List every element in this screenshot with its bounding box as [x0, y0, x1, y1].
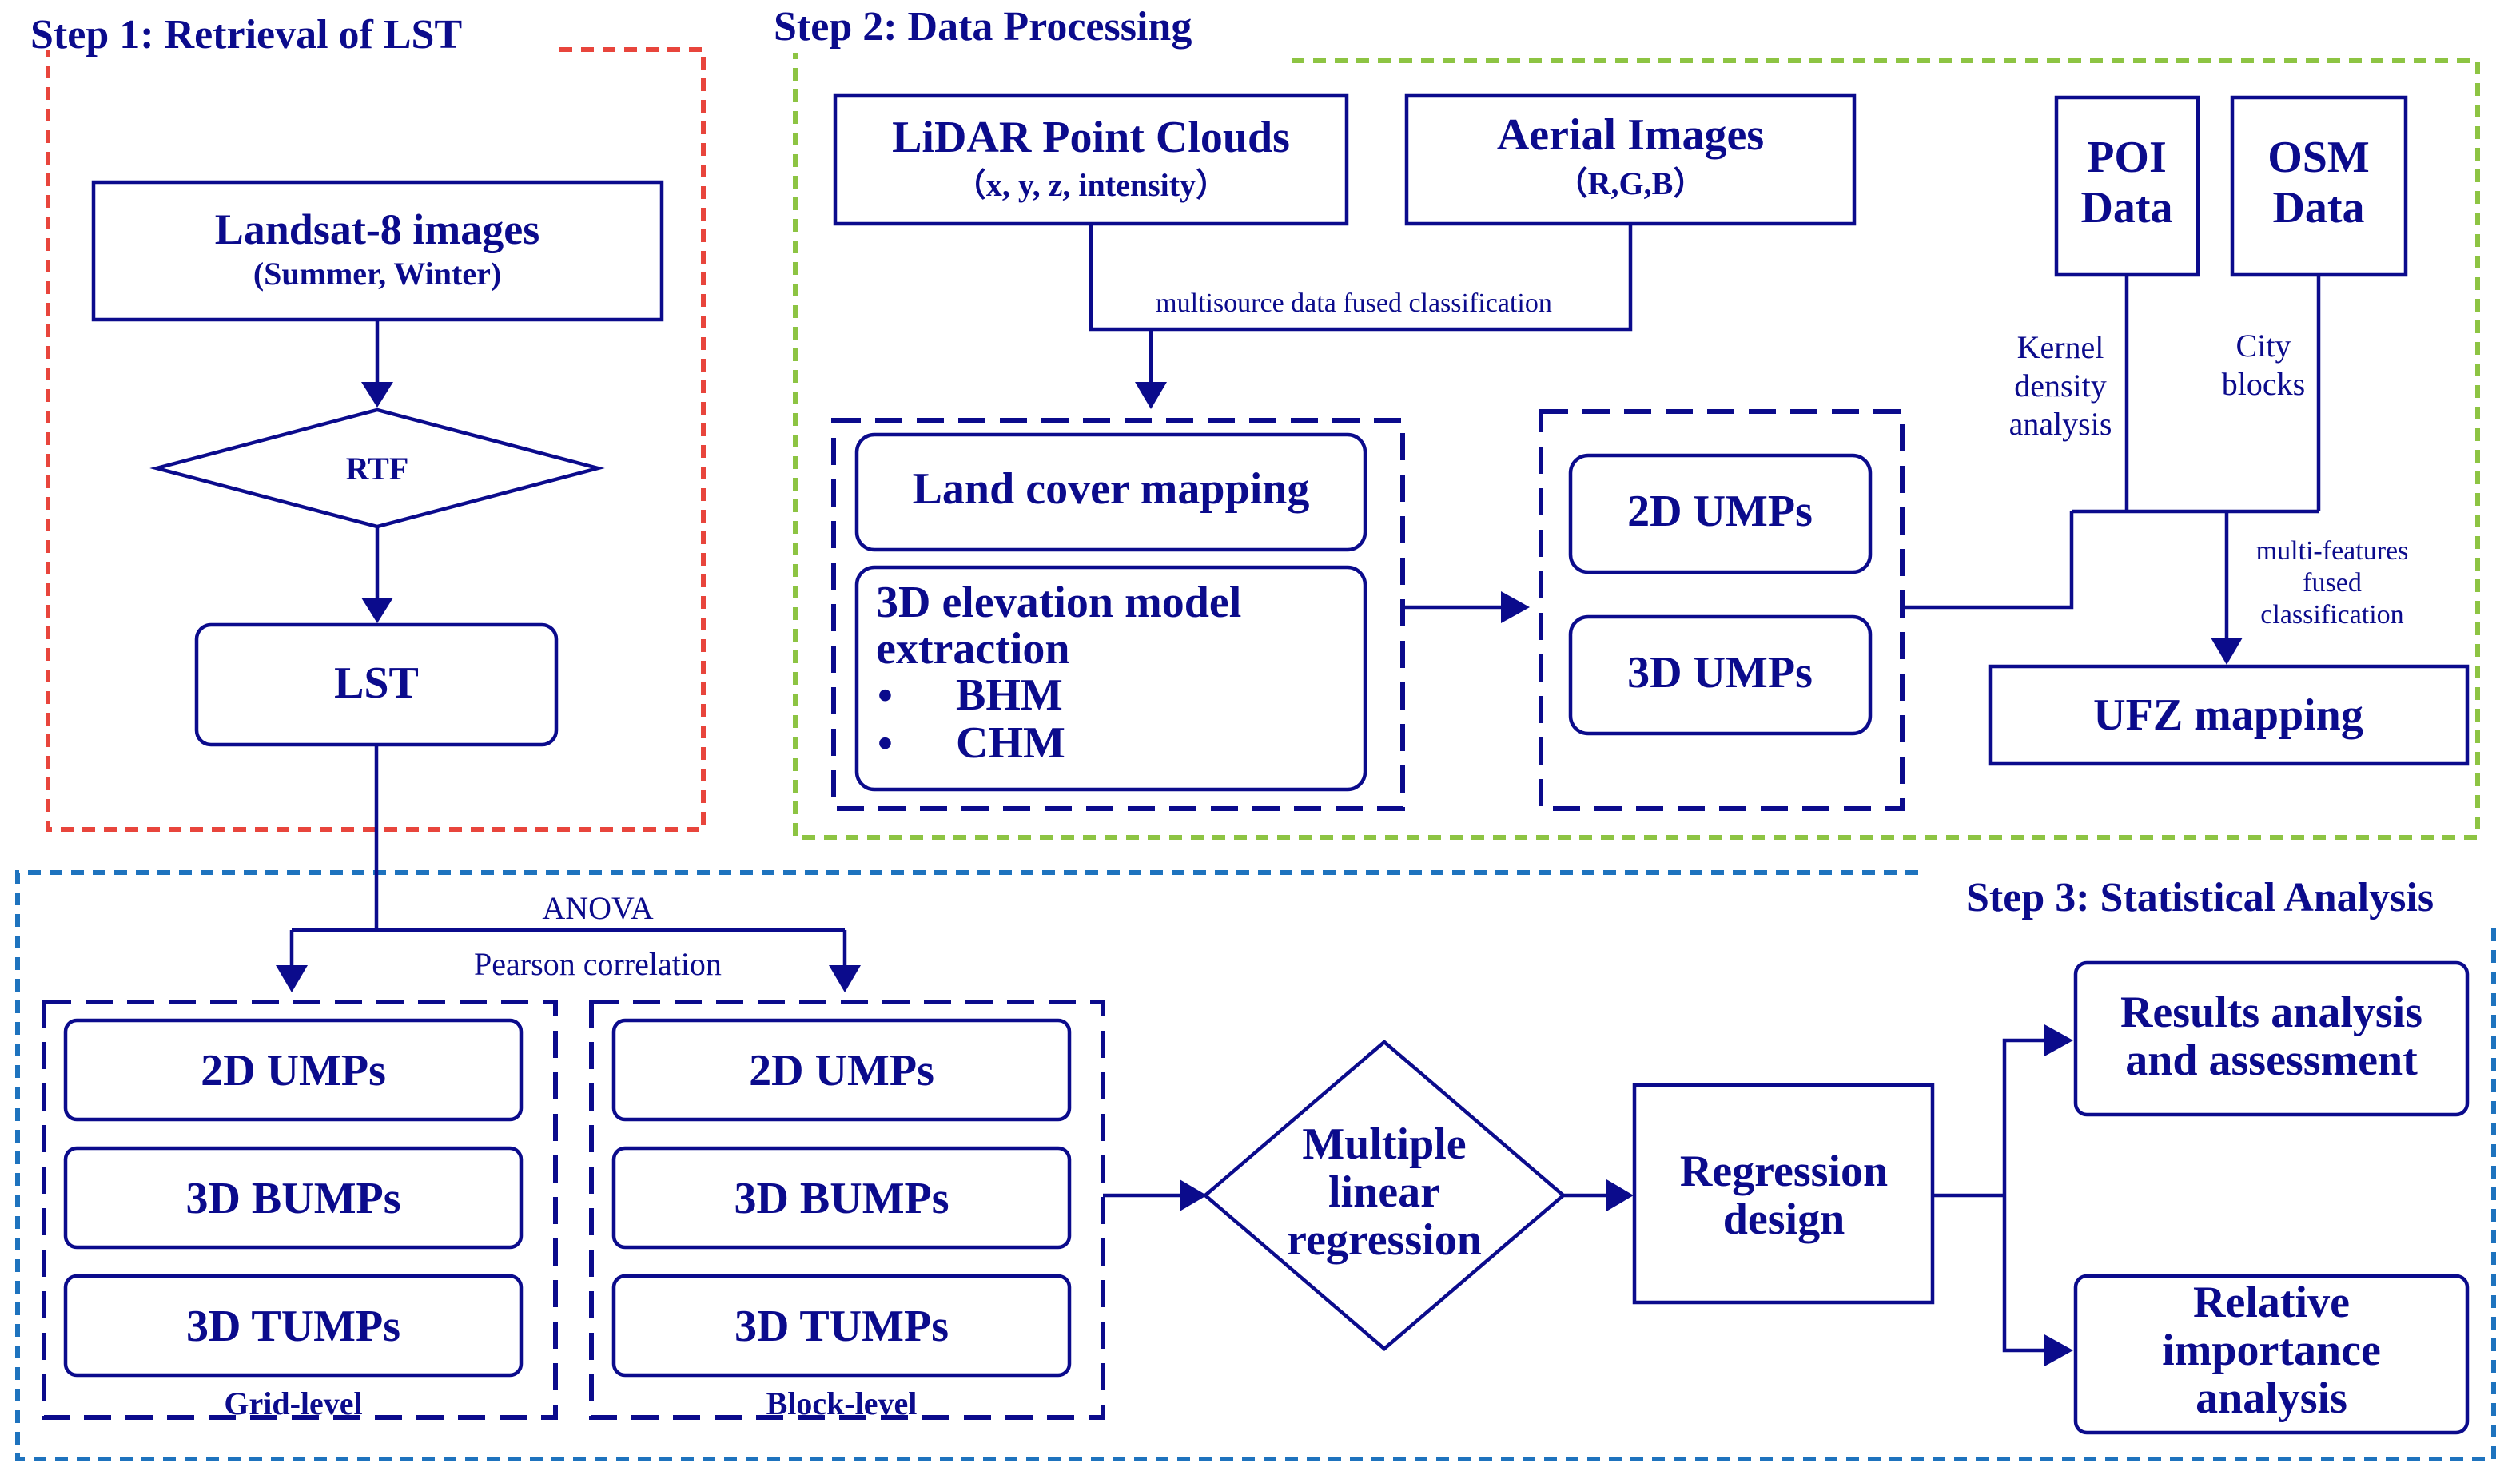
regression-line1: Regression [1680, 1147, 1888, 1196]
arrow-head-icon [2044, 1024, 2073, 1056]
block-bumps-3d-box [611, 1146, 1072, 1250]
elevation-box [854, 565, 1367, 792]
city-line2: blocks [2222, 366, 2305, 402]
results-line1: Results analysis [2120, 988, 2422, 1037]
landsat-box [91, 180, 664, 322]
bullet-icon: • [878, 719, 893, 767]
step3-frame [15, 870, 2496, 1461]
umps-3d-box [1568, 614, 1873, 736]
grid-level-label: Grid-level [224, 1386, 362, 1421]
multi-line1: multi-features [2256, 536, 2409, 566]
relative-line1: Relative [2193, 1278, 2350, 1327]
step3-title: Step 3: Statistical Analysis [1966, 875, 2434, 920]
fused-classification-label: multisource data fused classification [1156, 288, 1552, 318]
anova-label: ANOVA [542, 890, 653, 926]
rtf-diamond [149, 408, 605, 529]
kernel-line3: analysis [2009, 406, 2112, 442]
arrow-head-icon [1501, 591, 1530, 623]
arrow-head-icon [829, 965, 861, 992]
arrow-head-icon [1606, 1179, 1634, 1211]
grid-tumps-3d-label: 3D TUMPs [186, 1302, 400, 1351]
osm-line2: Data [2272, 183, 2364, 233]
land-cover-label: Land cover mapping [913, 464, 1310, 514]
lidar-title: LiDAR Point Clouds [892, 113, 1290, 162]
block-bumps-3d-label: 3D BUMPs [734, 1174, 949, 1223]
regression-line2: design [1723, 1195, 1845, 1244]
arrow-head-icon [276, 965, 308, 992]
results-line2: and assessment [2125, 1036, 2418, 1085]
bullet-icon: • [878, 671, 893, 719]
elevation-extraction: extraction [876, 624, 1070, 674]
landsat-title: Landsat-8 images [215, 205, 540, 253]
osm-line1: OSM [2267, 133, 2370, 182]
bhm-label: BHM [956, 670, 1063, 720]
mlr-line2: linear [1328, 1167, 1440, 1217]
poi-box [2054, 95, 2200, 277]
arrow-head-icon [2211, 638, 2243, 665]
umps-2d-box [1568, 453, 1873, 574]
mlr-line3: regression [1287, 1215, 1482, 1265]
ufz-label: UFZ mapping [2093, 690, 2363, 740]
kernel-line1: Kernel [2017, 329, 2104, 365]
relative-box [2073, 1274, 2470, 1435]
lst-label: LST [334, 658, 419, 708]
pearson-label: Pearson correlation [474, 946, 722, 982]
poi-line1: POI [2087, 133, 2167, 182]
landsat-seasons: (Summer, Winter) [253, 256, 501, 292]
step2-title: Step 2: Data Processing [774, 4, 1192, 50]
block-level-group [589, 1000, 1105, 1420]
relative-line3: analysis [2196, 1374, 2347, 1423]
city-line1: City [2236, 328, 2291, 364]
grid-tumps-3d-box [63, 1274, 524, 1378]
grid-level-group [42, 1000, 558, 1420]
umps-2d-label: 2D UMPs [1627, 487, 1813, 536]
block-level-label: Block-level [766, 1386, 918, 1421]
arrow-head-icon [1135, 382, 1167, 409]
land-cover-group [831, 418, 1405, 811]
step1-frame [46, 47, 706, 832]
elevation-title: 3D elevation model [876, 578, 1241, 627]
umps-3d-label: 3D UMPs [1627, 648, 1813, 698]
umps-group [1539, 409, 1905, 811]
grid-bumps-3d-label: 3D BUMPs [185, 1174, 400, 1223]
block-tumps-3d-label: 3D TUMPs [735, 1302, 949, 1351]
grid-umps-2d-box [63, 1018, 524, 1122]
arrow-head-icon [1180, 1179, 1207, 1211]
regression-box [1632, 1083, 1935, 1305]
aerial-subtitle: （R,G,B） [1556, 165, 1706, 201]
block-tumps-3d-box [611, 1274, 1072, 1378]
grid-bumps-3d-box [63, 1146, 524, 1250]
lidar-subtitle: （x, y, z, intensity） [954, 167, 1228, 203]
rtf-label: RTF [346, 451, 409, 487]
poi-line2: Data [2080, 183, 2172, 233]
aerial-title: Aerial Images [1497, 110, 1764, 160]
results-box [2073, 960, 2470, 1117]
grid-umps-2d-label: 2D UMPs [201, 1046, 386, 1095]
land-cover-box [854, 432, 1367, 552]
arrow-head-icon [2044, 1334, 2073, 1366]
block-umps-2d-label: 2D UMPs [749, 1046, 934, 1095]
arrow-head-icon [361, 598, 393, 623]
step1-title: Step 1: Retrieval of LST [30, 12, 462, 58]
relative-line2: importance [2162, 1326, 2381, 1375]
kernel-line2: density [2014, 368, 2107, 404]
step2-frame [793, 53, 2480, 840]
ufz-box [1988, 664, 2470, 766]
chm-label: CHM [956, 718, 1065, 768]
mlr-line1: Multiple [1302, 1119, 1466, 1169]
block-umps-2d-box [611, 1018, 1072, 1122]
multi-line2: fused [2303, 568, 2362, 598]
multi-line3: classification [2260, 600, 2403, 630]
arrow-head-icon [361, 382, 393, 408]
